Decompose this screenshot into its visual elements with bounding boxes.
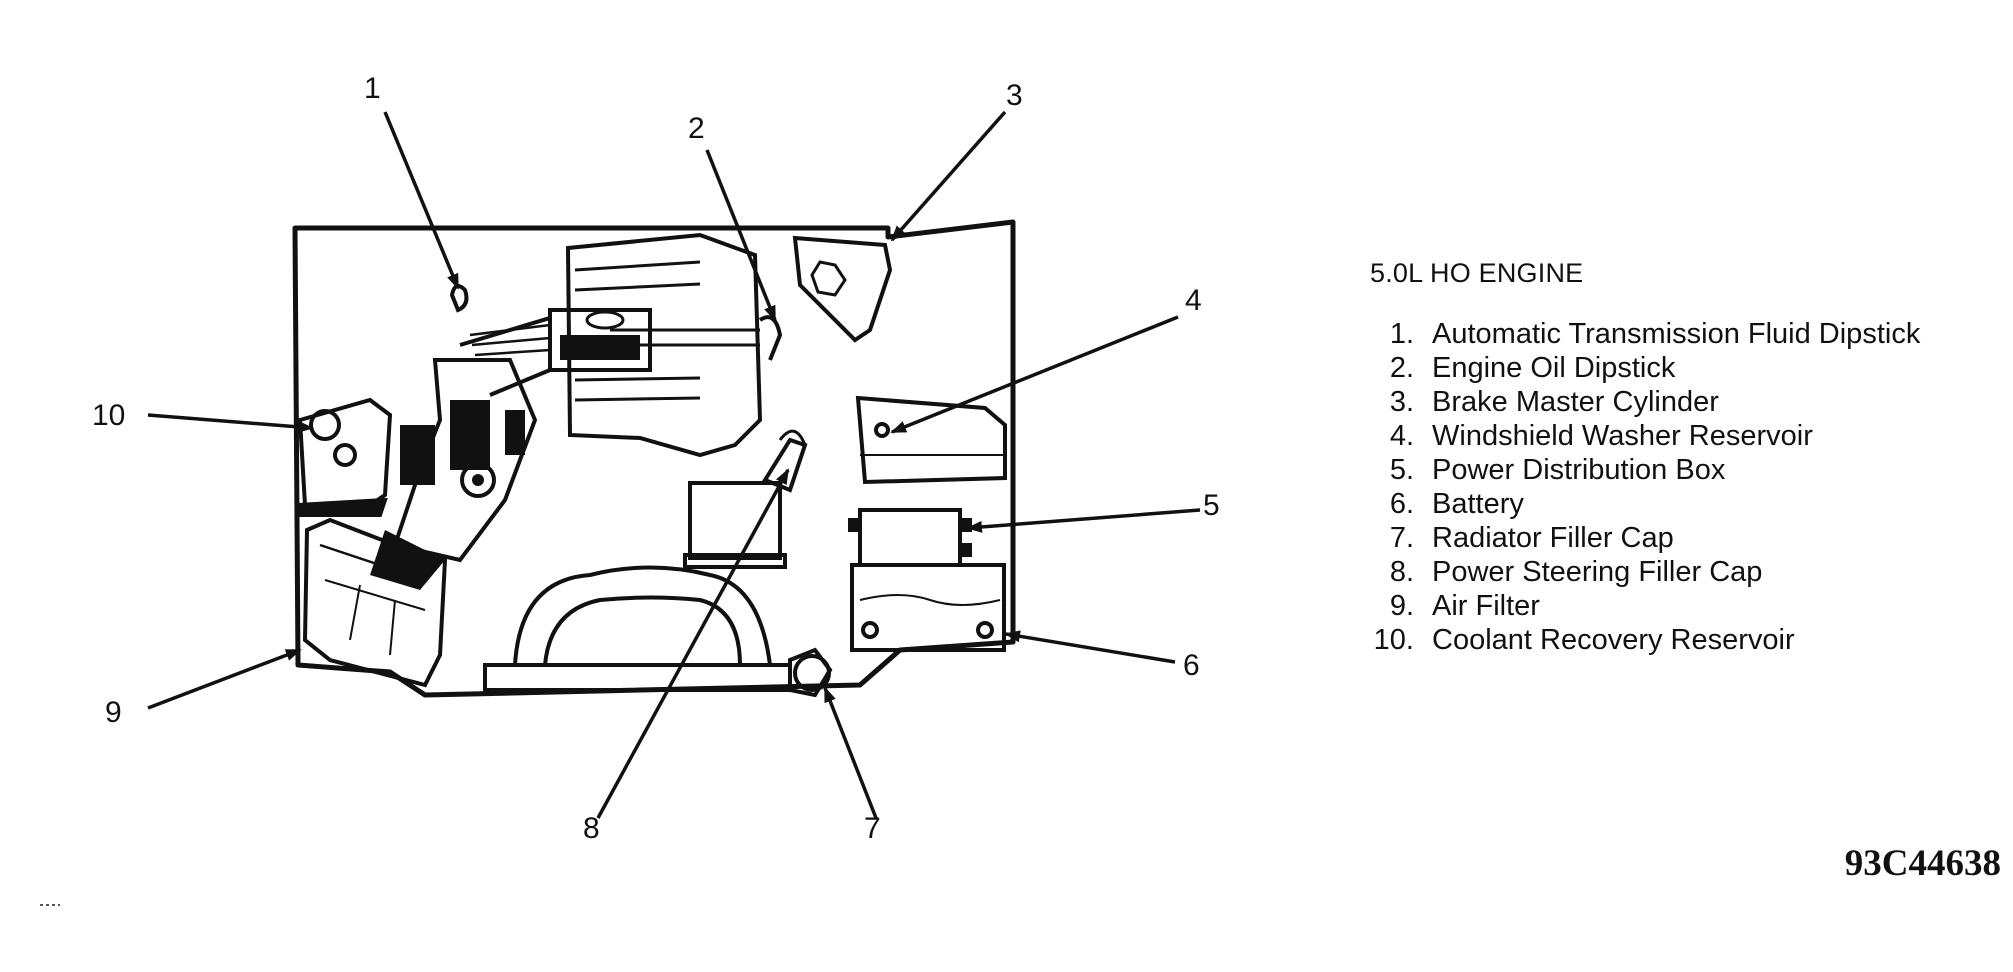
callout-2: 2: [688, 112, 705, 145]
figure-code: 93C44638: [1844, 843, 2001, 884]
legend-item-number: 8.: [1389, 556, 1414, 588]
legend-item: 2. Engine Oil Dipstick: [1370, 351, 1920, 385]
legend: 5.0L HO ENGINE 1. Automatic Transmission …: [1370, 258, 1920, 657]
legend-item-number: 10.: [1373, 624, 1414, 656]
radiator-cap: [788, 647, 833, 698]
callout-8: 8: [583, 812, 600, 845]
callout-3: 3: [1006, 79, 1023, 112]
throttle-body: [548, 308, 652, 372]
legend-item: 9. Air Filter: [1370, 589, 1920, 623]
legend-item-number: 6.: [1389, 488, 1414, 520]
legend-item: 3. Brake Master Cylinder: [1370, 385, 1920, 419]
legend-item-number: 5.: [1389, 454, 1414, 486]
legend-item: 4. Windshield Washer Reservoir: [1370, 419, 1920, 453]
battery: [850, 563, 1006, 652]
callout-4: 4: [1185, 284, 1202, 317]
legend-item: 6. Battery: [1370, 487, 1920, 521]
legend-item-label: Power Steering Filler Cap: [1432, 556, 1763, 588]
coolant-reservoir: [295, 397, 393, 517]
legend-item: 10. Coolant Recovery Reservoir: [1370, 623, 1920, 657]
legend-item-label: Radiator Filler Cap: [1432, 522, 1674, 554]
air-filter: [302, 517, 448, 688]
air-tube: [370, 358, 538, 590]
legend-item-label: Engine Oil Dipstick: [1432, 352, 1676, 384]
legend-item-number: 2.: [1389, 352, 1414, 384]
legend-item: 8. Power Steering Filler Cap: [1370, 555, 1920, 589]
callout-6: 6: [1183, 649, 1200, 682]
fan-shroud: [483, 565, 792, 692]
callout-7: 7: [864, 812, 881, 845]
legend-item: 5. Power Distribution Box: [1370, 453, 1920, 487]
brake-master-cylinder: [792, 235, 893, 343]
callout-1: 1: [364, 72, 381, 105]
oil-dipstick-handle: [758, 315, 783, 361]
legend-item-number: 1.: [1389, 318, 1414, 350]
legend-item: 7. Radiator Filler Cap: [1370, 521, 1920, 555]
callout-9: 9: [105, 696, 122, 729]
power-distribution-box: [848, 508, 972, 567]
intake-duct: [459, 315, 552, 397]
washer-reservoir: [855, 395, 1007, 485]
transmission-dipstick-handle: [449, 284, 469, 313]
callout-5: 5: [1203, 489, 1220, 522]
legend-item-number: 7.: [1389, 522, 1414, 554]
diagram-title: 5.0L HO ENGINE: [1370, 258, 1584, 288]
legend-item-number: 4.: [1389, 420, 1414, 452]
legend-item-label: Automatic Transmission Fluid Dipstick: [1432, 318, 1921, 350]
legend-item-label: Windshield Washer Reservoir: [1432, 420, 1813, 452]
legend-item: 1. Automatic Transmission Fluid Dipstick: [1370, 317, 1921, 351]
legend-item-label: Battery: [1432, 488, 1524, 520]
legend-item-label: Power Distribution Box: [1432, 454, 1726, 486]
legend-item-label: Brake Master Cylinder: [1432, 386, 1719, 418]
legend-item-number: 9.: [1389, 590, 1414, 622]
legend-item-number: 3.: [1389, 386, 1414, 418]
callout-10: 10: [92, 399, 125, 432]
engine-block: [565, 232, 763, 458]
legend-item-label: Coolant Recovery Reservoir: [1432, 624, 1795, 656]
legend-item-label: Air Filter: [1432, 590, 1540, 622]
callout-leaders: [147, 110, 1201, 819]
